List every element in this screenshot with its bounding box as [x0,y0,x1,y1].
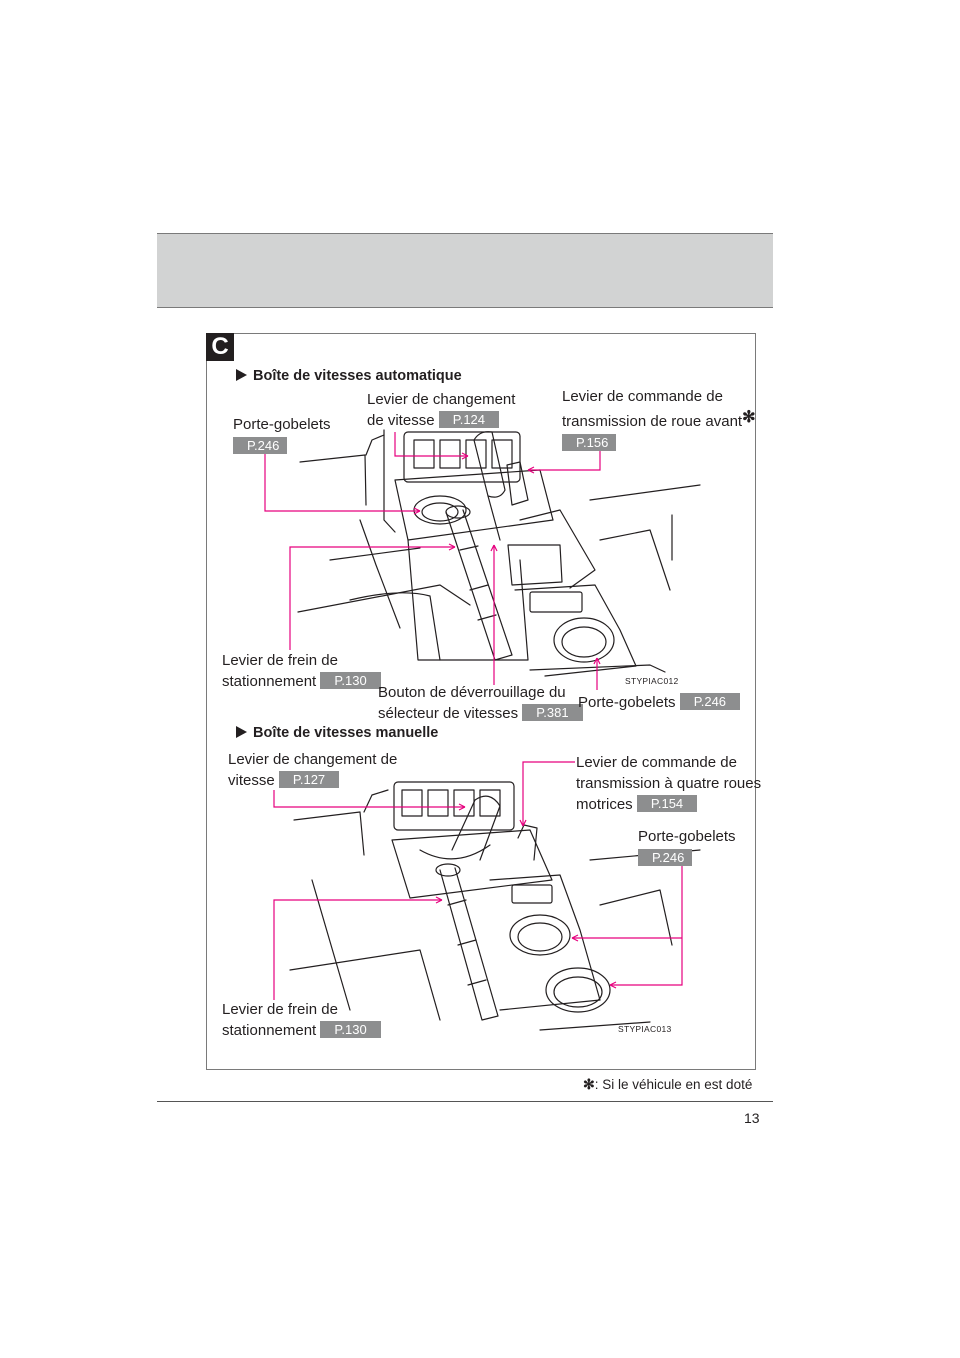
page-ref-badge[interactable]: P.130 [320,672,381,689]
page-ref-badge[interactable]: P.130 [320,1021,381,1038]
illustration-frame [206,333,756,1070]
callout-lines [264,432,683,1000]
auto-cup-holders-left-label: Porte-gobelets P.246 [233,416,331,454]
callout-shift-auto [394,432,468,457]
manual-4wd-lever-label: Levier de commande de transmission à qua… [576,754,762,813]
header-band [157,233,773,308]
page-number: 13 [744,1110,760,1126]
automatic-heading: Boîte de vitesses automatique [236,368,462,384]
callout-parking-auto [289,546,455,650]
page-ref-badge[interactable]: P.246 [233,437,287,454]
page-ref-badge[interactable]: P.246 [679,693,741,710]
auto-shift-lock-label: Bouton de déverrouillage du sélecteur de… [378,682,583,724]
bullet-triangle-icon [236,369,247,381]
page-ref-badge[interactable]: P.124 [438,411,500,428]
asterisk-icon: ✻ [742,409,756,426]
manual-image-code: STYPIAC013 [618,1024,672,1034]
callout-parking-manual [273,899,442,1000]
auto-parking-brake-label: Levier de frein de stationnement P.130 [222,650,381,692]
footnote: ✻: Si le véhicule en est doté [583,1076,753,1092]
page-ref-badge[interactable]: P.246 [638,849,692,866]
asterisk-icon: ✻ [583,1076,595,1092]
automatic-console-drawing [297,429,701,677]
manual-parking-brake-label: Levier de frein de stationnement P.130 [222,999,381,1041]
callout-front-drive [528,446,601,471]
callout-shift-manual [273,790,465,808]
auto-cup-holders-right-label: Porte-gobelets P.246 [578,692,741,713]
callout-4wd [522,761,575,826]
manual-cup-holders-label: Porte-gobelets P.246 [638,828,736,866]
auto-image-code: STYPIAC012 [625,676,679,686]
callout-cup-manual-lower [610,866,683,986]
manual-heading: Boîte de vitesses manuelle [236,725,438,741]
manual-shift-lever-label: Levier de changement de vitesse P.127 [228,751,398,789]
bullet-triangle-icon [236,726,247,738]
section-tab: C [206,333,234,361]
page-ref-badge[interactable]: P.127 [278,771,340,788]
page-ref-badge[interactable]: P.154 [636,795,698,812]
auto-shift-lever-label: Levier de changement de vitesse P.124 [367,391,516,429]
footer-rule [157,1101,773,1102]
auto-front-drive-lever-label: Levier de commande de transmission de ro… [562,388,756,451]
manual-console-drawing [289,781,701,1031]
page-ref-badge[interactable]: P.156 [562,434,616,451]
callout-cup-left [264,452,420,512]
page-ref-badge[interactable]: P.381 [522,704,583,721]
